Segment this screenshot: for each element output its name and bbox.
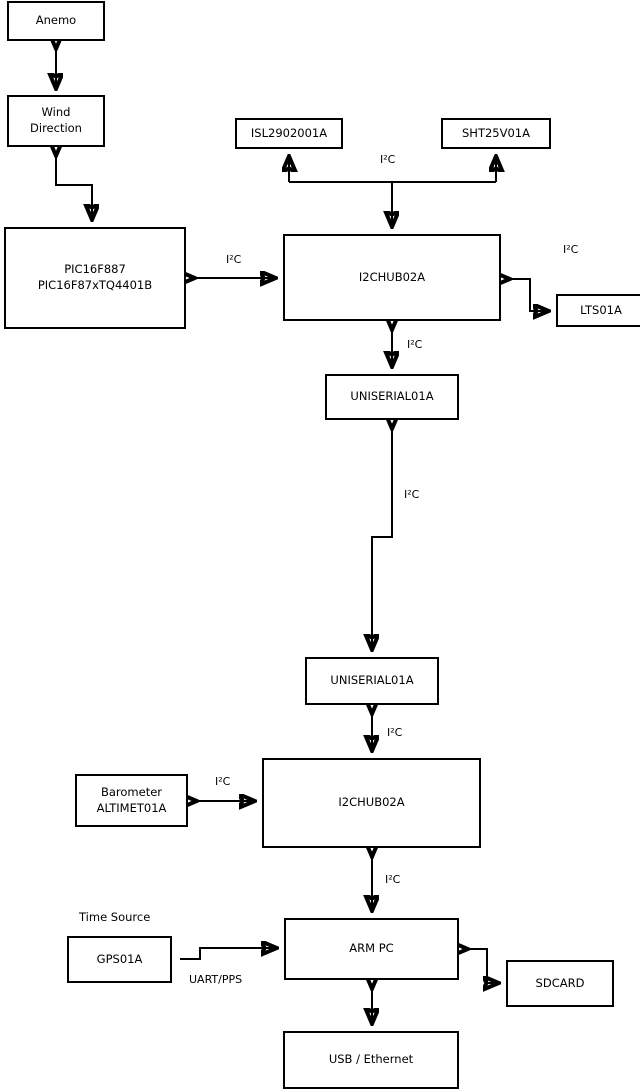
- node-usb-ethernet[interactable]: USB / Ethernet: [283, 1031, 459, 1089]
- edge-label-i2c-long-link: I²C: [404, 488, 420, 501]
- edge-label-i2c-pic-hub: I²C: [226, 253, 242, 266]
- node-arm-pc[interactable]: ARM PC: [284, 918, 459, 980]
- node-sht25v01a[interactable]: SHT25V01A: [441, 118, 551, 149]
- edge-label-i2c-barometer-hub2: I²C: [215, 775, 231, 788]
- node-label: Anemo: [35, 13, 77, 28]
- node-label: GPS01A: [96, 951, 143, 966]
- node-label: UNISERIAL01A: [330, 673, 414, 688]
- node-label: SHT25V01A: [462, 125, 530, 140]
- edge-gps-armpc: [180, 948, 276, 960]
- edge-label-i2c-sensor-bus: I²C: [380, 153, 396, 166]
- node-label: I2CHUB02A: [338, 795, 405, 810]
- node-gps01a[interactable]: GPS01A: [67, 936, 172, 983]
- edge-hubtop-lts: [509, 279, 548, 311]
- node-pic-microcontroller[interactable]: PIC16F887 PIC16F87xTQ4401B: [4, 227, 186, 329]
- node-label: Wind Direction: [30, 105, 82, 135]
- node-anemo[interactable]: Anemo: [7, 1, 105, 41]
- edge-armpc-sdcard: [467, 949, 498, 983]
- node-i2chub02a-top[interactable]: I2CHUB02A: [283, 234, 501, 321]
- edge-label-i2c-uniserial-hub2: I²C: [387, 726, 403, 739]
- node-label: UNISERIAL01A: [350, 389, 434, 404]
- label-time-source: Time Source: [79, 910, 151, 924]
- node-uniserial01a-upper[interactable]: UNISERIAL01A: [325, 374, 459, 420]
- node-wind-direction[interactable]: Wind Direction: [7, 95, 105, 147]
- node-i2chub02a-bottom[interactable]: I2CHUB02A: [262, 758, 481, 848]
- edge-label-i2c-hub-uniserial: I²C: [407, 338, 423, 351]
- node-lts01a[interactable]: LTS01A: [556, 294, 640, 327]
- edge-label-uart-pps: UART/PPS: [189, 973, 243, 986]
- edge-uniserialup-uniseriallo: [372, 428, 392, 649]
- node-label: Barometer ALTIMET01A: [96, 784, 167, 815]
- node-sdcard[interactable]: SDCARD: [506, 960, 614, 1007]
- node-barometer-altimet01a[interactable]: Barometer ALTIMET01A: [75, 774, 188, 827]
- node-label: I2CHUB02A: [358, 269, 426, 284]
- node-label: LTS01A: [580, 302, 622, 317]
- node-label: PIC16F887 PIC16F87xTQ4401B: [37, 262, 153, 292]
- node-uniserial01a-lower[interactable]: UNISERIAL01A: [305, 657, 439, 705]
- edge-label-i2c-hub-lts: I²C: [563, 243, 579, 256]
- node-label: ARM PC: [349, 941, 394, 956]
- node-label: USB / Ethernet: [328, 1052, 414, 1067]
- node-isl2902001a[interactable]: ISL2902001A: [235, 118, 343, 149]
- edge-label-i2c-hub2-armpc: I²C: [385, 873, 401, 886]
- node-label: SDCARD: [535, 975, 585, 990]
- node-label: ISL2902001A: [250, 125, 328, 140]
- edge-winddir-pic: [56, 155, 92, 219]
